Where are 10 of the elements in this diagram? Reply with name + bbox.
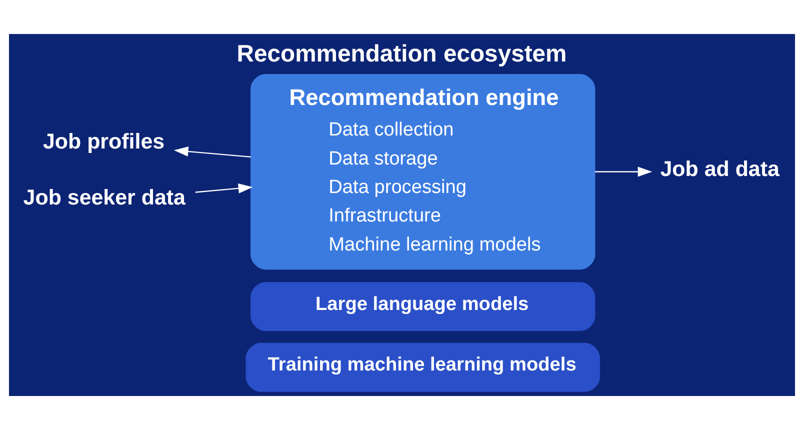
node-text: Job seeker data: [23, 185, 186, 210]
arrow: [174, 146, 251, 158]
arrow: [594, 166, 652, 177]
arrow: [195, 183, 253, 194]
diagram-title: Recommendation ecosystem: [236, 40, 567, 68]
node-box: Recommendation engine Data collection Data storage Data processing Infrastructure Machine learning models: [250, 74, 596, 270]
node-text: Job profiles: [42, 129, 165, 154]
node-box: Training machine learning models: [246, 342, 600, 392]
node-text: Job ad data: [660, 156, 780, 181]
node-box: Large language models: [250, 282, 596, 331]
